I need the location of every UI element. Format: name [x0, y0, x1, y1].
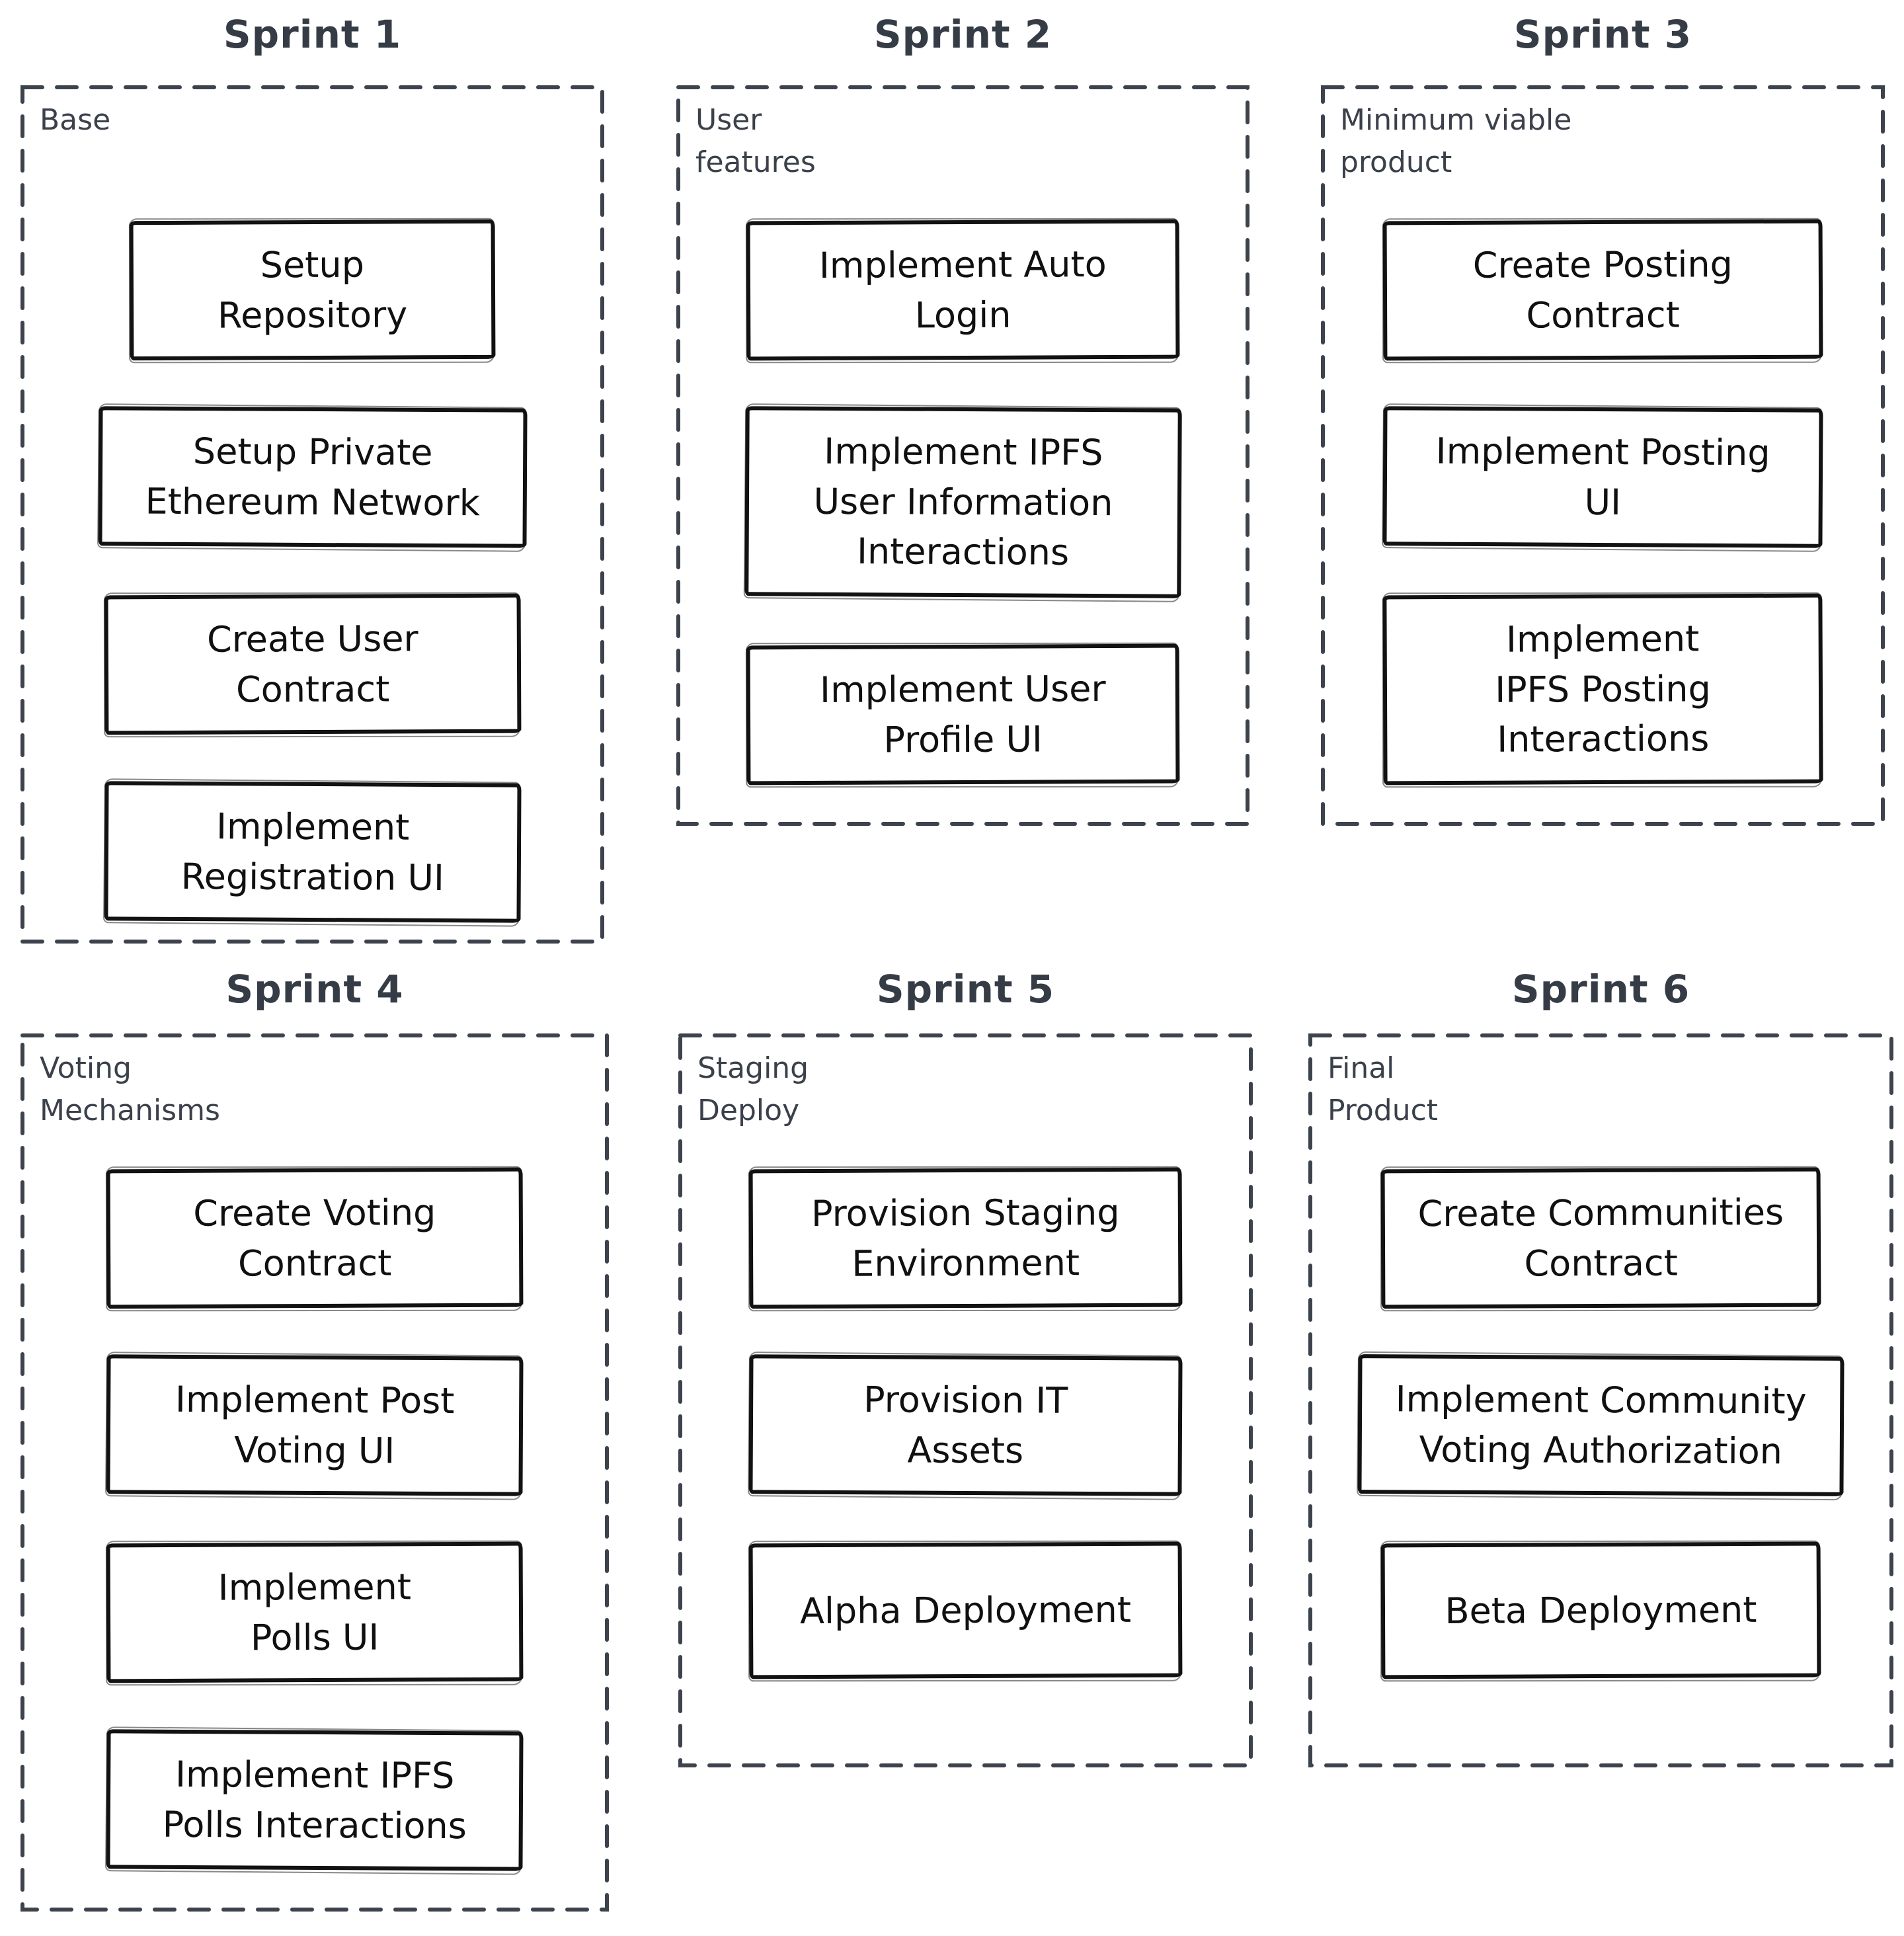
task-implement-ipfs-polls-interactions: Implement IPFS Polls Interactions [106, 1728, 524, 1871]
task-implement-polls-ui: Implement Polls UI [106, 1542, 524, 1683]
task-setup-repository: Setup Repository [129, 219, 496, 361]
sprint-2-frame: User features Implement Auto Login Imple… [676, 85, 1250, 827]
task-beta-deployment: Beta Deployment [1380, 1541, 1821, 1679]
dashed-border [1321, 85, 1885, 826]
task-implement-ipfs-posting-interactions: Implement IPFS Posting Interactions [1382, 593, 1823, 786]
sprint-3-frame: Minimum viable product Create Posting Co… [1320, 85, 1885, 827]
task-provision-it-assets: Provision IT Assets [748, 1354, 1183, 1497]
sprint-5-tasks: Provision Staging Environment Provision … [678, 1033, 1253, 1768]
task-create-voting-contract: Create Voting Contract [106, 1167, 524, 1309]
sprint-3-label: Minimum viable product [1340, 103, 1572, 179]
task-provision-staging-environment: Provision Staging Environment [748, 1167, 1183, 1309]
sprint-4-title: Sprint 4 [225, 967, 404, 1012]
sprint-5-frame: Staging Deploy Provision Staging Environ… [678, 1033, 1253, 1768]
dashed-border [20, 1033, 609, 1912]
sprint-6-tasks: Create Communities Contract Implement Co… [1308, 1033, 1894, 1768]
sprint-4-label: Voting Mechanisms [40, 1051, 220, 1127]
sprint-2-title: Sprint 2 [873, 12, 1052, 57]
sprint-1-tasks: Setup Repository Setup Private Ethereum … [20, 85, 605, 944]
sprint-6-title: Sprint 6 [1511, 967, 1690, 1012]
dashed-border [676, 85, 1250, 826]
sprint-5-title: Sprint 5 [876, 967, 1055, 1012]
task-alpha-deployment: Alpha Deployment [748, 1541, 1183, 1679]
sprint-3-title: Sprint 3 [1513, 12, 1692, 57]
sprint-3-tasks: Create Posting Contract Implement Postin… [1320, 85, 1885, 827]
sprint-6-frame: Final Product Create Communities Contrac… [1308, 1033, 1894, 1768]
dashed-border [678, 1033, 1253, 1767]
task-implement-posting-ui: Implement Posting UI [1382, 406, 1823, 549]
task-implement-post-voting-ui: Implement Post Voting UI [106, 1354, 524, 1497]
dashed-border [1308, 1033, 1893, 1767]
sprint-6-label: Final Product [1328, 1051, 1439, 1127]
task-implement-community-voting-authorization: Implement Community Voting Authorization [1357, 1354, 1844, 1497]
sprint-1-title: Sprint 1 [223, 12, 402, 57]
task-implement-user-profile-ui: Implement User Profile UI [746, 643, 1180, 786]
task-create-user-contract: Create User Contract [104, 594, 521, 735]
sprint-4-tasks: Create Voting Contract Implement Post Vo… [20, 1033, 610, 1912]
sprint-4-frame: Voting Mechanisms Create Voting Contract… [20, 1033, 610, 1912]
sprint-1-label: Base [40, 103, 111, 137]
task-create-posting-contract: Create Posting Contract [1382, 219, 1823, 361]
sprint-5-label: Staging Deploy [697, 1051, 809, 1127]
dashed-border [20, 85, 604, 944]
task-create-communities-contract: Create Communities Contract [1380, 1167, 1821, 1309]
sprint-2-label: User features [695, 103, 816, 179]
task-setup-private-ethereum-network: Setup Private Ethereum Network [97, 406, 528, 549]
task-implement-auto-login: Implement Auto Login [746, 219, 1180, 361]
task-implement-ipfs-user-information-interactions: Implement IPFS User Information Interact… [744, 406, 1182, 598]
sprint-1-frame: Base Setup Repository Setup Private Ethe… [20, 85, 605, 944]
task-implement-registration-ui: Implement Registration UI [103, 780, 522, 923]
sprint-2-tasks: Implement Auto Login Implement IPFS User… [676, 85, 1250, 827]
